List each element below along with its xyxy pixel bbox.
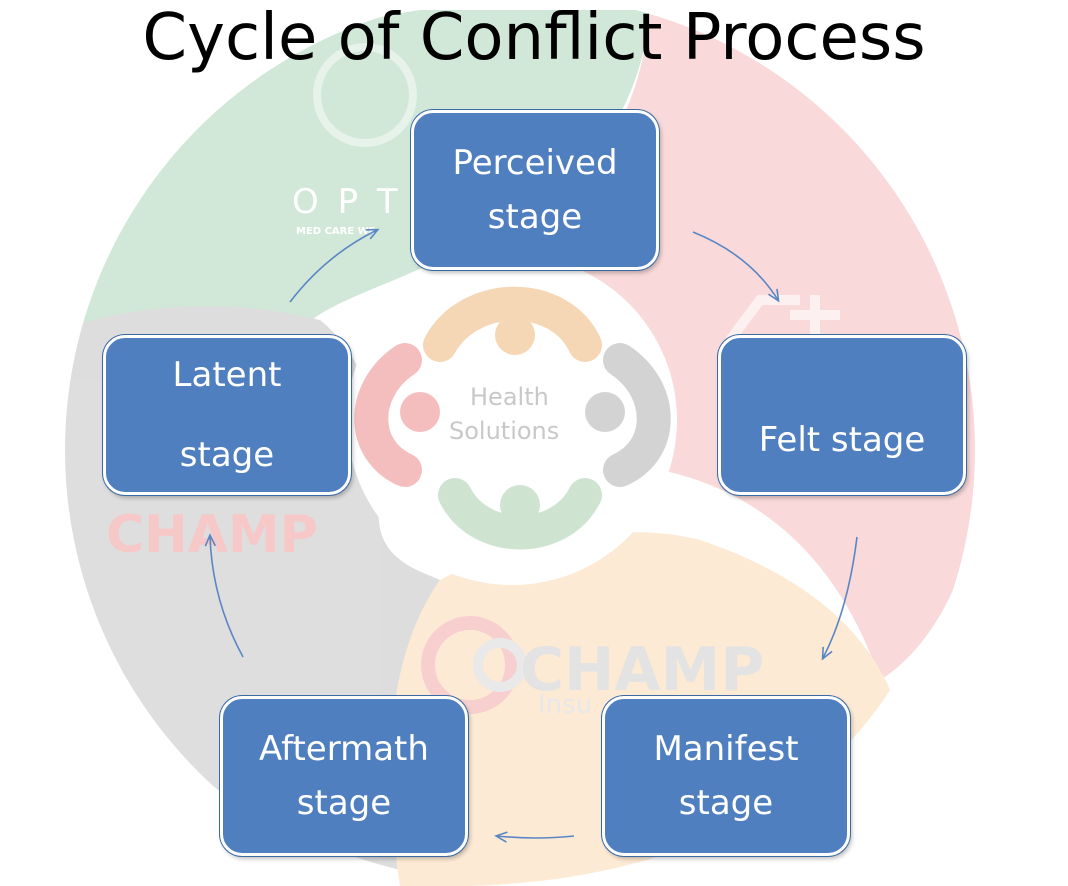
watermark-hub-figure-orange <box>423 286 602 362</box>
arrow-latent-to-perceived <box>289 228 380 303</box>
stage-label-felt: Felt stage <box>758 420 926 460</box>
watermark-opt-text: O P T <box>292 182 402 222</box>
watermark-green-segment <box>65 10 650 330</box>
page-title: Cycle of Conflict Process <box>142 1 926 75</box>
stage-label-latent-line1: Latent <box>172 355 282 395</box>
watermark-hub-head-green <box>500 485 540 525</box>
watermark-insurance-swirl-inner <box>473 638 527 692</box>
arrow-perceived-to-felt <box>692 231 780 303</box>
watermark-opt-ring <box>313 43 417 147</box>
watermark-hub-figure-gray <box>603 343 671 487</box>
watermark-insurance-swirl <box>421 616 519 714</box>
stage-label-manifest-line2: stage <box>678 783 774 823</box>
stage-box-latent: Latent stage <box>103 335 351 495</box>
stage-label-manifest-line1: Manifest <box>653 729 799 769</box>
watermark-hub-head-gray <box>585 392 625 432</box>
stage-label-aftermath-line1: Aftermath <box>259 729 429 769</box>
stage-box-perceived: Perceived stage <box>411 110 659 270</box>
watermark-opt-subtext: MED CARE WE <box>296 226 376 237</box>
stage-label-perceived-line2: stage <box>487 197 583 237</box>
arrow-aftermath-to-latent <box>204 533 244 658</box>
watermark-center-text-2: Solutions <box>449 417 560 445</box>
stage-label-aftermath-line2: stage <box>296 783 392 823</box>
stage-label-latent-line2: stage <box>179 435 275 475</box>
watermark-hub-head-orange <box>495 315 535 355</box>
watermark-hub-figure-green <box>438 478 602 550</box>
watermark-hub-figure-red <box>354 343 422 487</box>
watermark-center-text-1: Health <box>470 383 549 411</box>
arrow-manifest-to-aftermath <box>494 831 575 843</box>
stage-box-manifest: Manifest stage <box>602 696 850 856</box>
watermark-hub-head-red <box>400 392 440 432</box>
stage-box-felt: Felt stage <box>718 335 966 495</box>
arrow-felt-to-manifest <box>821 536 858 661</box>
watermark-ambulance-mark <box>726 295 840 343</box>
stage-label-perceived-line1: Perceived <box>452 143 618 183</box>
watermark-champ-bottom: CHAMP <box>520 635 765 705</box>
stage-box-aftermath: Aftermath stage <box>220 696 468 856</box>
watermark-insu-text: Insu <box>538 690 593 720</box>
